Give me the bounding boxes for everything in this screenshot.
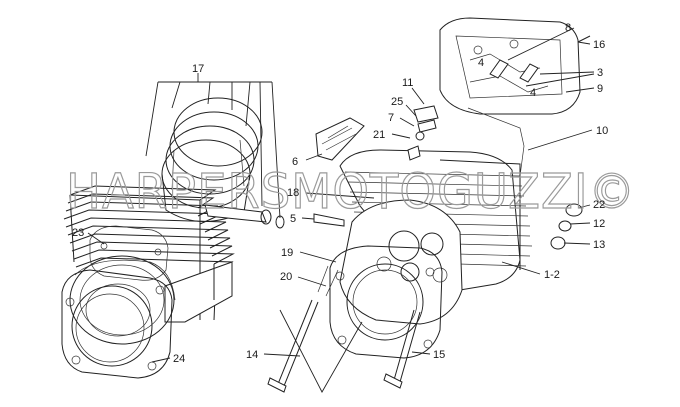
callout-19: 19 — [281, 247, 293, 259]
base-gasket — [61, 269, 173, 379]
callout-14: 14 — [246, 349, 258, 361]
washers-and-nuts — [550, 203, 583, 250]
leader-lines — [87, 27, 595, 393]
callout-17: 17 — [192, 63, 204, 75]
left-cylinder — [63, 185, 235, 345]
callout-20: 20 — [280, 271, 292, 283]
callout-4-lower: 4 — [530, 87, 536, 99]
callout-18: 18 — [287, 187, 299, 199]
callout-9: 9 — [597, 83, 603, 95]
callout-4-upper: 4 — [478, 57, 484, 69]
studs — [267, 265, 421, 393]
callout-3: 3 — [597, 67, 603, 79]
oil-pipe-assembly — [315, 117, 365, 161]
callout-23: 23 — [72, 227, 84, 239]
piston-and-rings — [161, 97, 285, 229]
callout-labels: 17 8 16 4 3 4 9 11 25 7 21 10 6 18 5 22 … — [72, 22, 608, 365]
head-gasket — [329, 245, 443, 359]
callout-6: 6 — [292, 156, 298, 168]
callout-16: 16 — [593, 39, 605, 51]
callout-1-2: 1-2 — [544, 269, 560, 281]
callout-7: 7 — [388, 112, 394, 124]
callout-24: 24 — [173, 353, 185, 365]
small-hardware — [407, 105, 439, 161]
callout-13: 13 — [593, 239, 605, 251]
callout-25: 25 — [391, 96, 403, 108]
callout-5: 5 — [290, 213, 296, 225]
callout-10: 10 — [596, 125, 608, 137]
callout-12: 12 — [593, 218, 605, 230]
callout-11: 11 — [402, 77, 413, 89]
valve-components — [473, 35, 591, 83]
callout-8: 8 — [565, 22, 571, 34]
watermark-text: HARPERSMOTOGUZZI© — [66, 164, 636, 220]
callout-21: 21 — [373, 129, 385, 141]
callout-15: 15 — [433, 349, 445, 361]
dowel — [313, 213, 345, 227]
callout-22: 22 — [593, 199, 605, 211]
cylinder-gasket — [89, 225, 169, 281]
